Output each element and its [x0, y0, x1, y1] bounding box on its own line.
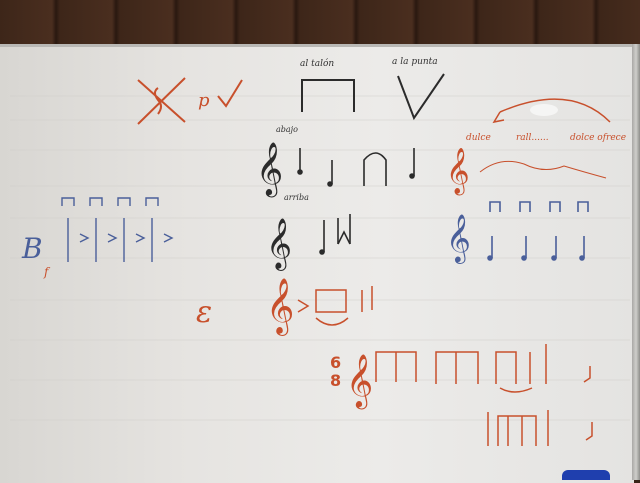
epsilon-label: ε — [196, 295, 212, 330]
dolce-ofrece-text: dolce ofrece — [570, 133, 626, 143]
wood-wall — [0, 0, 640, 48]
time-sig-top: 6 — [330, 353, 341, 372]
whiteboard-frame — [632, 44, 640, 480]
faint-staff-lines — [10, 95, 630, 421]
treble-clef-blue: 𝄞 — [446, 213, 471, 264]
blue-right-exercise — [487, 201, 589, 261]
marker-tray-eraser — [562, 470, 610, 480]
treble-clef-2: 𝄞 — [266, 218, 292, 271]
red-68-exercise — [375, 344, 591, 393]
f-label: f — [43, 265, 51, 279]
treble-clef-4: 𝄞 — [346, 353, 373, 409]
notes-row-2 — [319, 214, 351, 255]
al-talon-label: al talón — [300, 58, 334, 69]
phrase-curve — [479, 160, 607, 179]
time-sig-bottom: 8 — [330, 371, 341, 390]
arrow-head — [492, 111, 505, 124]
up-bow-symbol — [397, 73, 445, 121]
red-middle-exercise — [297, 286, 373, 326]
blue-left-exercise — [61, 197, 174, 262]
notes-row-1 — [297, 148, 415, 187]
rall-text: rall...... — [516, 133, 549, 143]
light-glare — [530, 104, 558, 116]
arriba-label: arriba — [284, 193, 309, 202]
b-label: B — [21, 232, 43, 265]
crossed-out-f — [137, 77, 186, 125]
checkmark-icon — [217, 79, 243, 108]
treble-clef-1: 𝄞 — [256, 141, 283, 197]
a-la-punta-label: a la punta — [392, 57, 438, 67]
red-bottom-exercise — [487, 410, 593, 446]
whiteboard — [0, 44, 634, 483]
curved-arrow — [499, 98, 611, 123]
treble-clef-red: 𝄞 — [446, 148, 470, 196]
abajo-label: abajo — [276, 125, 298, 134]
p-label: p — [198, 90, 210, 111]
down-bow-symbol — [301, 79, 355, 112]
dulce-text: dulce — [466, 133, 491, 143]
treble-clef-3: 𝄞 — [266, 278, 294, 336]
